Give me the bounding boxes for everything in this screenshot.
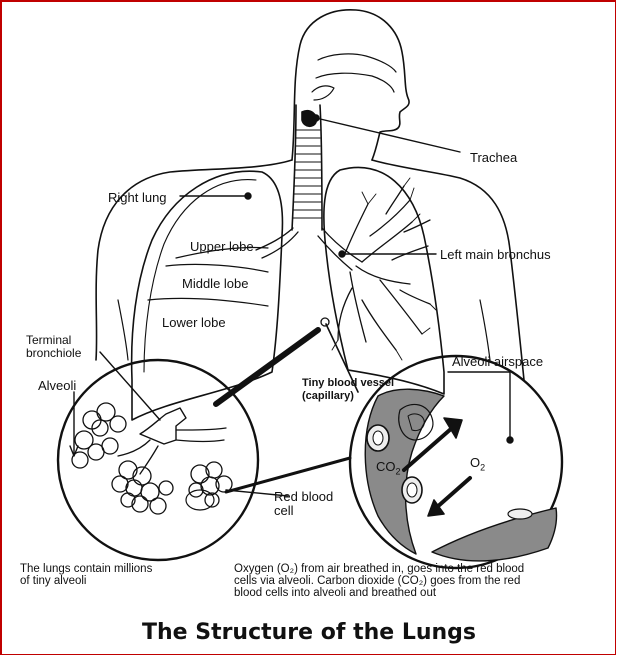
- label-terminal-bronchiole-line2: bronchiole: [26, 347, 81, 360]
- caption-right-line1: Oxygen (O₂) from air breathed in, goes i…: [234, 563, 524, 575]
- bronchial-tree: [256, 178, 436, 360]
- right-lung-shape: [132, 171, 283, 420]
- label-capillary-line2: (capillary): [302, 390, 354, 403]
- magnification-beam: [216, 324, 358, 492]
- head-outline: [292, 10, 409, 160]
- label-right-lung: Right lung: [108, 190, 167, 205]
- label-co2-text: CO: [376, 459, 396, 474]
- label-left-main-bronchus: Left main bronchus: [440, 247, 551, 262]
- figure-title: The Structure of the Lungs: [0, 620, 618, 645]
- label-red-blood-cell-line2: cell: [274, 503, 294, 518]
- caption-left-line1: The lungs contain millions: [20, 563, 152, 575]
- label-co2-subscript: 2: [396, 467, 401, 477]
- alveoli-magnified-circle: [58, 360, 258, 560]
- label-o2-text: O: [470, 455, 480, 470]
- label-alveoli-airspace: Alveoli airspace: [452, 354, 543, 369]
- label-upper-lobe: Upper lobe: [190, 239, 254, 254]
- label-alveoli: Alveoli: [38, 378, 76, 393]
- label-trachea: Trachea: [470, 150, 517, 165]
- label-o2: O2: [470, 455, 485, 476]
- label-middle-lobe: Middle lobe: [182, 276, 249, 291]
- caption-left-line2: of tiny alveoli: [20, 575, 86, 587]
- label-lower-lobe: Lower lobe: [162, 315, 226, 330]
- label-o2-subscript: 2: [480, 463, 485, 473]
- trachea-shape: [292, 105, 322, 230]
- label-red-blood-cell-line1: Red blood: [274, 489, 333, 504]
- caption-right-line3: blood cells into alveoli and breathed ou…: [234, 587, 436, 599]
- label-co2: CO2: [376, 459, 401, 480]
- leader-lines: [70, 115, 513, 496]
- caption-right-line2: cells via alveoli. Carbon dioxide (CO₂) …: [234, 575, 520, 587]
- label-capillary-line1: Tiny blood vessel: [302, 377, 394, 390]
